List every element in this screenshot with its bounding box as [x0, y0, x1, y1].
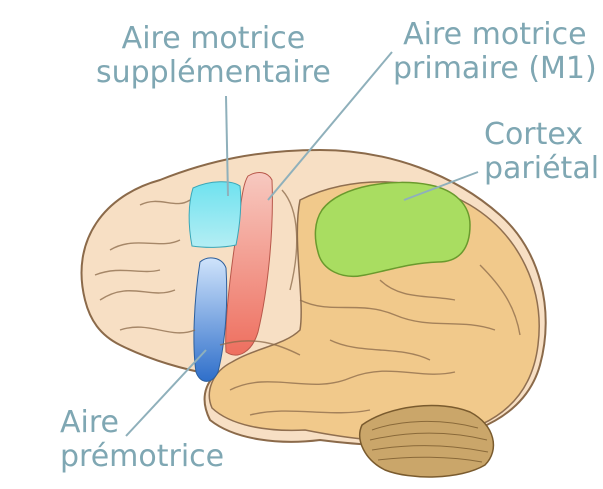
label-primary-motor-area: Aire motrice primaire (M1): [393, 18, 597, 86]
label-parietal-line1: Cortex: [484, 118, 599, 152]
label-premotor-line1: Aire: [60, 406, 224, 440]
label-primary-line2: primaire (M1): [393, 52, 597, 86]
supplementary-motor-region: [189, 182, 241, 248]
label-supplementary-line2: supplémentaire: [96, 56, 331, 90]
label-premotor-area: Aire prémotrice: [60, 406, 224, 474]
label-parietal-line2: pariétal: [484, 152, 599, 186]
label-supplementary-motor-area: Aire motrice supplémentaire: [96, 22, 331, 90]
cerebellum: [360, 406, 494, 477]
label-primary-line1: Aire motrice: [393, 18, 597, 52]
label-premotor-line2: prémotrice: [60, 440, 224, 474]
label-parietal-cortex: Cortex pariétal: [484, 118, 599, 186]
label-supplementary-line1: Aire motrice: [96, 22, 331, 56]
